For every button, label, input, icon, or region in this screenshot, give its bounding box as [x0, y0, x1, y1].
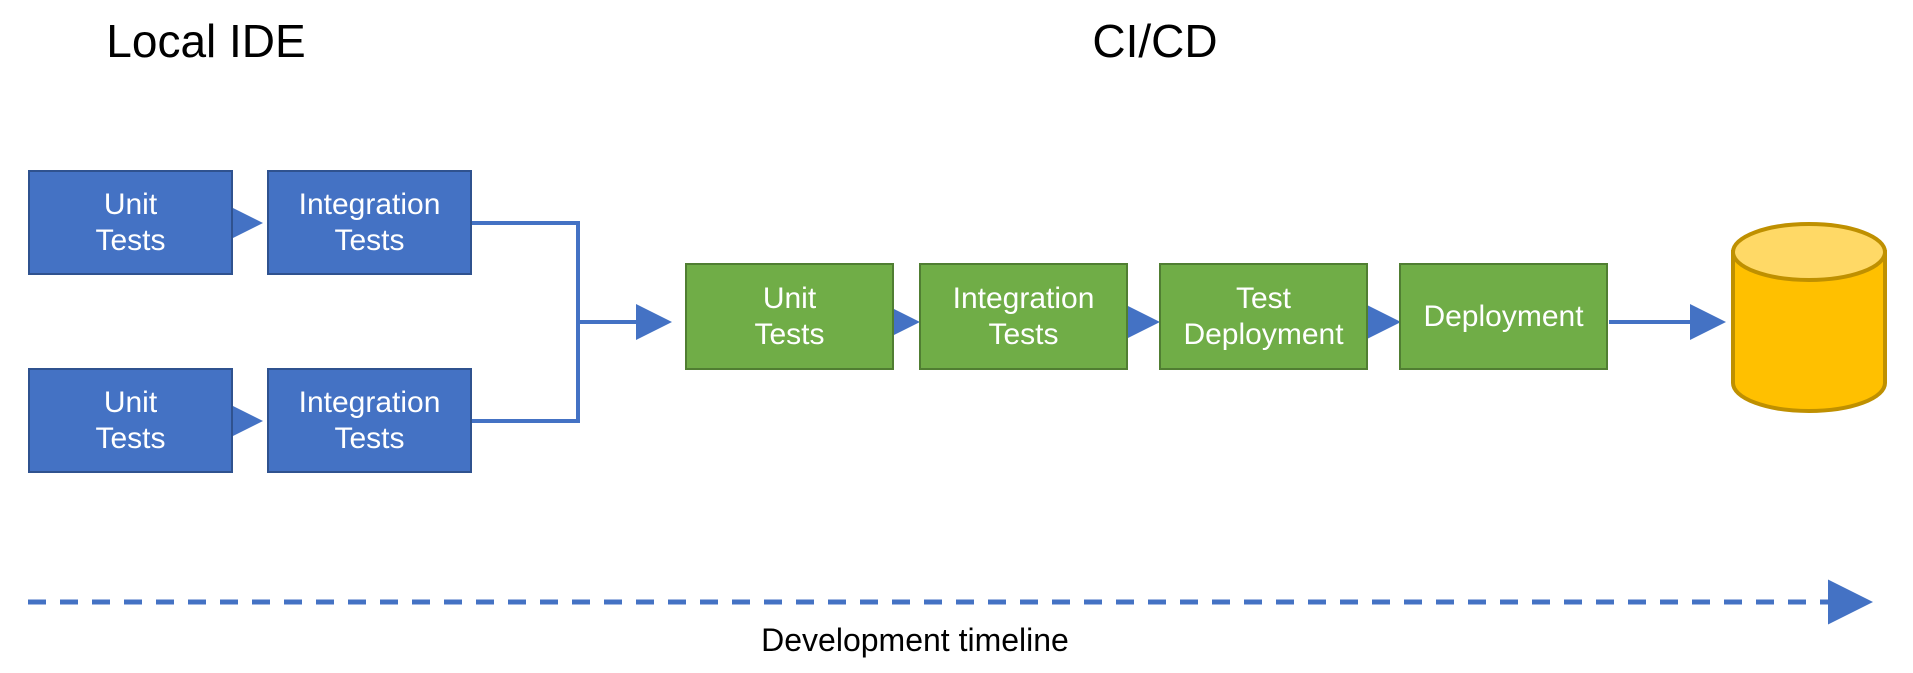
- datastore-cylinder-icon: [1731, 222, 1887, 413]
- cicd-stage-test-deployment[interactable]: Test Deployment: [1159, 263, 1368, 370]
- local-ide-row1-unit-tests[interactable]: Unit Tests: [28, 170, 233, 275]
- development-timeline-label: Development timeline: [761, 622, 1069, 658]
- cicd-stage-unit-tests[interactable]: Unit Tests: [685, 263, 894, 370]
- section-title-cicd: CI/CD: [1092, 15, 1218, 67]
- merge-connector-local-to-cicd: [472, 221, 672, 423]
- cicd-stage-deployment[interactable]: Deployment: [1399, 263, 1608, 370]
- section-title-local-ide: Local IDE: [106, 15, 306, 67]
- local-ide-row2-unit-tests[interactable]: Unit Tests: [28, 368, 233, 473]
- local-ide-row2-integration-tests[interactable]: Integration Tests: [267, 368, 472, 473]
- cicd-stage-integration-tests[interactable]: Integration Tests: [919, 263, 1128, 370]
- local-ide-row1-integration-tests[interactable]: Integration Tests: [267, 170, 472, 275]
